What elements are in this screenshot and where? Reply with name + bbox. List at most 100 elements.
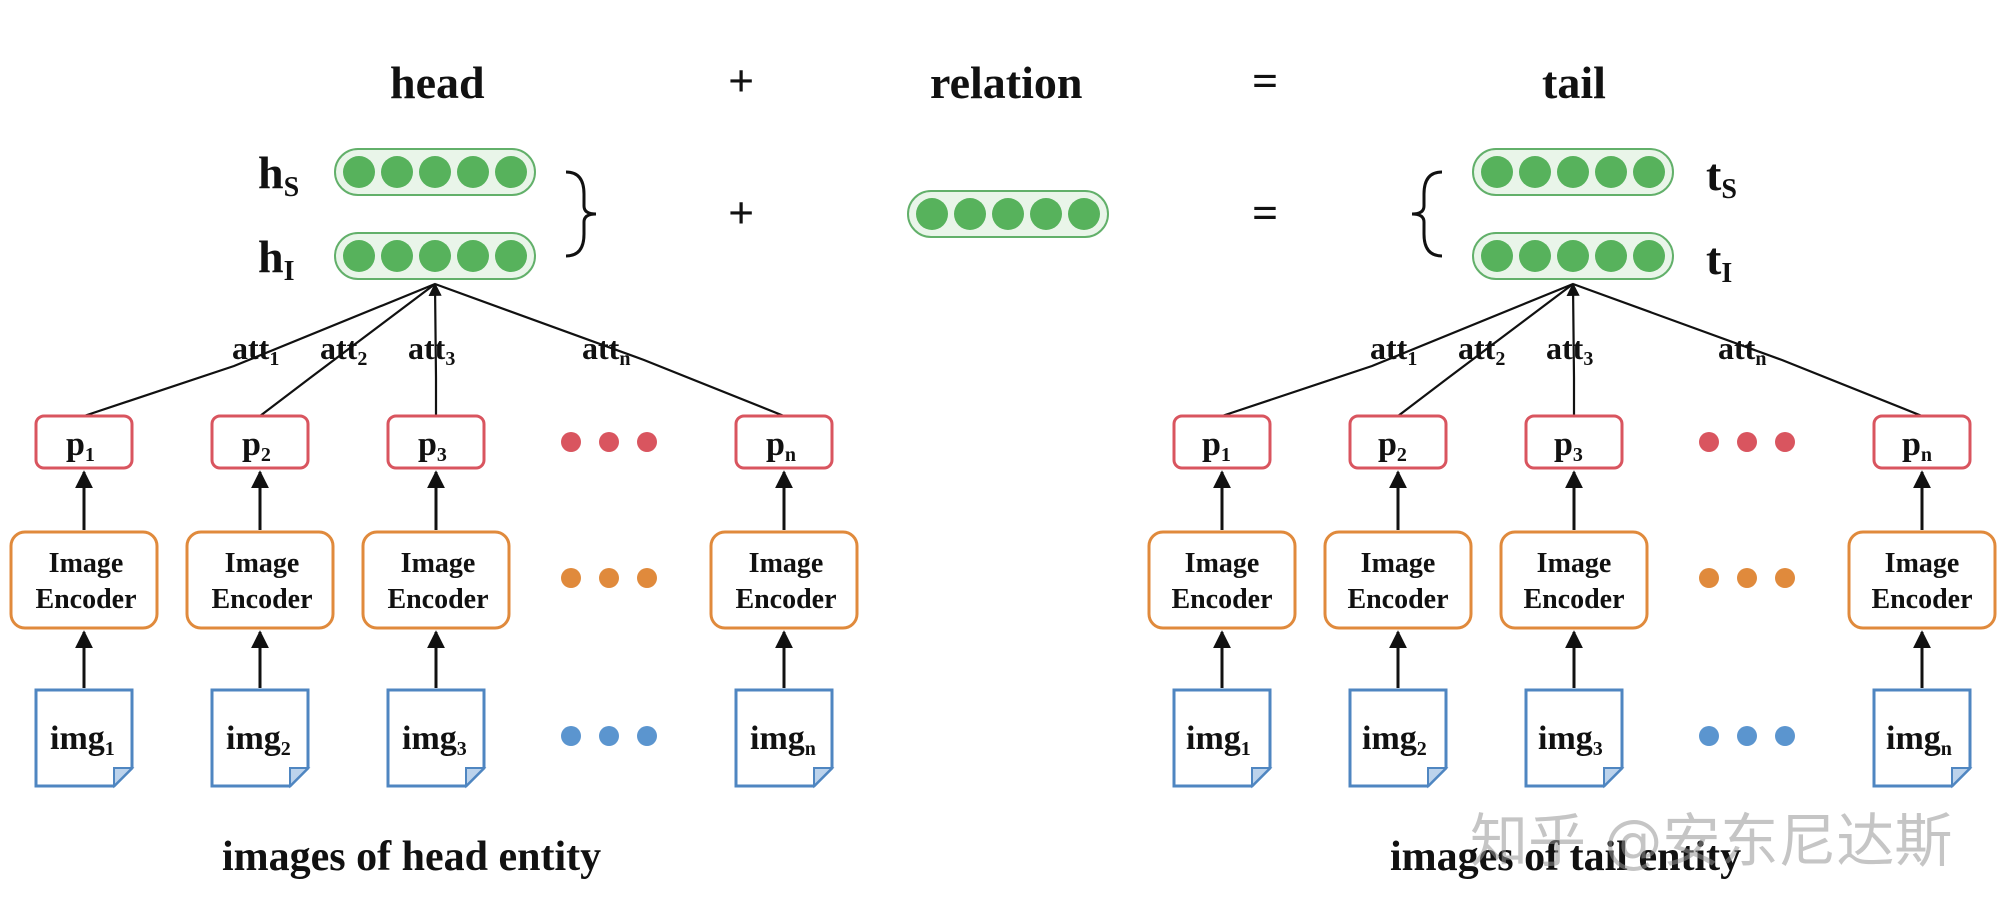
attention-line: [1221, 282, 1574, 418]
attention-line: [434, 282, 785, 418]
vector-dot: [1557, 156, 1589, 188]
ellipsis-dot-red: [561, 432, 581, 452]
p-label: p2: [1378, 426, 1407, 466]
ellipsis-dot-red: [599, 432, 619, 452]
label-ti: tI: [1706, 233, 1733, 289]
att-label: att1: [232, 330, 280, 370]
ellipsis-dot-orange: [599, 568, 619, 588]
vector-dot: [419, 156, 451, 188]
p-box: [1872, 414, 1972, 470]
braces: [565, 170, 1443, 258]
img-label: img1: [50, 720, 115, 760]
ellipsis-dot-orange: [637, 568, 657, 588]
vector-dot: [343, 240, 375, 272]
ellipsis-dots: [561, 432, 1795, 746]
vector-dot: [1633, 156, 1665, 188]
header-relation: relation: [930, 57, 1083, 108]
image-document-fold: [113, 767, 135, 789]
vector-dot: [381, 240, 413, 272]
img-label: img1: [1186, 720, 1251, 760]
image-document-fold: [465, 767, 487, 789]
att-label: att2: [320, 330, 368, 370]
image-document-fold: [813, 767, 835, 789]
attention-line: [1566, 282, 1580, 416]
attention-line: [1397, 283, 1574, 417]
vector-dot: [1519, 156, 1551, 188]
ellipsis-dot-blue: [637, 726, 657, 746]
ellipsis-dot-blue: [1775, 726, 1795, 746]
p-box: [1348, 414, 1448, 470]
image-encoder-box: [1499, 530, 1649, 630]
p-box: [386, 414, 486, 470]
middle-plus: +: [728, 187, 755, 238]
attention-line: [428, 282, 442, 416]
vector-dot: [1030, 198, 1062, 230]
att-label: attn: [1718, 330, 1767, 370]
attention-line: [83, 282, 436, 418]
caption-head: images of head entity: [222, 834, 602, 880]
ellipsis-dot-orange: [1737, 568, 1757, 588]
image-encoder-box: [1147, 530, 1297, 630]
image-encoder-box: [1847, 530, 1997, 630]
ellipsis-dot-orange: [1699, 568, 1719, 588]
p-label: pn: [766, 426, 797, 466]
vector-dot: [1595, 156, 1627, 188]
att-label: att3: [408, 330, 456, 370]
att-label: attn: [582, 330, 631, 370]
embedding-vectors: [334, 148, 1674, 280]
p-label: p2: [242, 426, 271, 466]
watermark: 知乎 @安东尼达斯: [1470, 807, 1953, 875]
image-document-fold: [289, 767, 311, 789]
img-label: imgn: [750, 720, 816, 760]
vector-dot: [1481, 156, 1513, 188]
image-encoder-box: [361, 530, 511, 630]
att-label: att1: [1370, 330, 1418, 370]
img-label: img3: [1538, 720, 1603, 760]
vector-dot: [381, 156, 413, 188]
header-equals: =: [1252, 55, 1279, 106]
vector-dot: [1519, 240, 1551, 272]
image-encoder-box: [709, 530, 859, 630]
right-curly-brace: [565, 170, 597, 258]
p-label: p1: [66, 426, 95, 466]
vector-dot: [1068, 198, 1100, 230]
vector-dot: [1595, 240, 1627, 272]
vector-dot: [343, 156, 375, 188]
label-ts: tS: [1706, 149, 1737, 205]
vector-dot: [457, 156, 489, 188]
header-tail: tail: [1542, 57, 1606, 108]
ellipsis-dot-red: [1737, 432, 1757, 452]
vector-dot: [419, 240, 451, 272]
attention-line: [1572, 282, 1923, 418]
img-label: img2: [1362, 720, 1427, 760]
node-boxes: [9, 414, 1997, 789]
p-box: [34, 414, 134, 470]
p-label: p1: [1202, 426, 1231, 466]
vector-dot: [954, 198, 986, 230]
p-box: [1172, 414, 1272, 470]
left-curly-brace: [1411, 170, 1443, 258]
img-label: img3: [402, 720, 467, 760]
vector-dot: [495, 240, 527, 272]
vector-dot: [1633, 240, 1665, 272]
ellipsis-dot-blue: [599, 726, 619, 746]
middle-equals: =: [1252, 187, 1279, 238]
p-label: p3: [418, 426, 447, 466]
connector-lines: [75, 282, 1931, 688]
image-document-fold: [1951, 767, 1973, 789]
img-label: img2: [226, 720, 291, 760]
image-encoder-box: [185, 530, 335, 630]
vector-dot: [457, 240, 489, 272]
attention-line: [259, 283, 436, 417]
header-plus: +: [728, 55, 755, 106]
p-label: p3: [1554, 426, 1583, 466]
ellipsis-dot-orange: [1775, 568, 1795, 588]
ellipsis-dot-red: [1699, 432, 1719, 452]
ellipsis-dot-blue: [1699, 726, 1719, 746]
